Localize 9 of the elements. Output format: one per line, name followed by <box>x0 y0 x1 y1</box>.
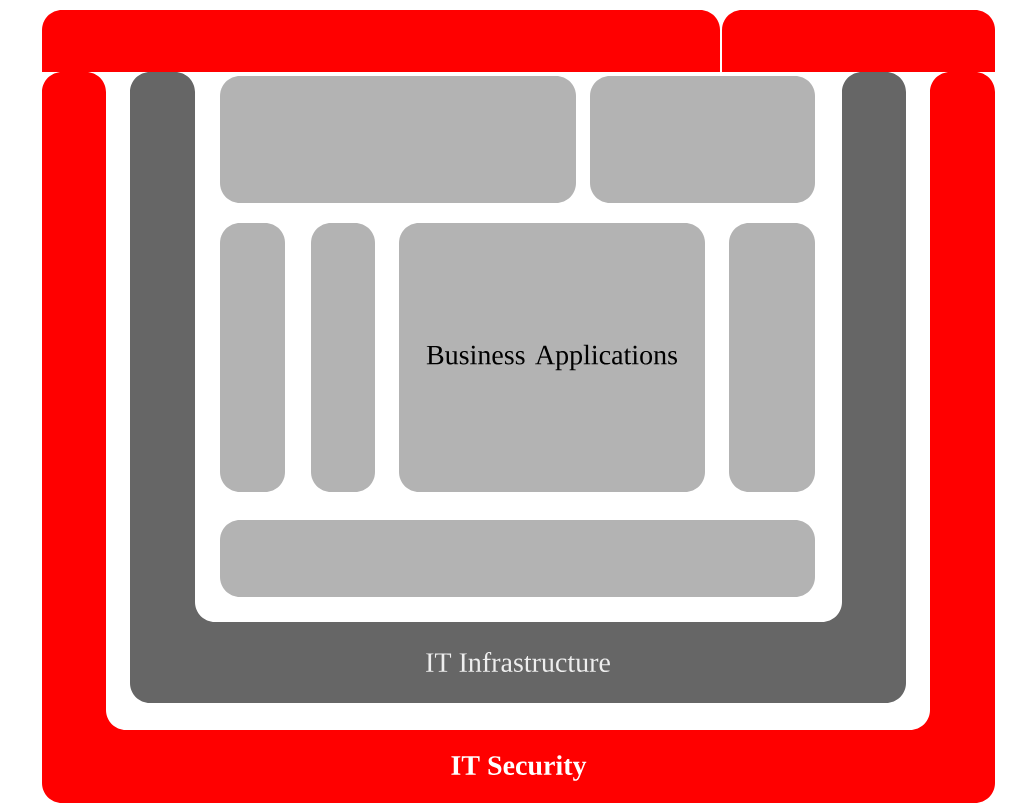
module-box <box>311 223 375 492</box>
module-box <box>590 76 815 203</box>
module-box <box>729 223 815 492</box>
module-box: Business Applications <box>399 223 705 492</box>
top-bar <box>722 10 995 72</box>
module-box <box>220 223 285 492</box>
top-bar <box>42 10 720 72</box>
module-box <box>220 520 815 597</box>
module-box <box>220 76 576 203</box>
